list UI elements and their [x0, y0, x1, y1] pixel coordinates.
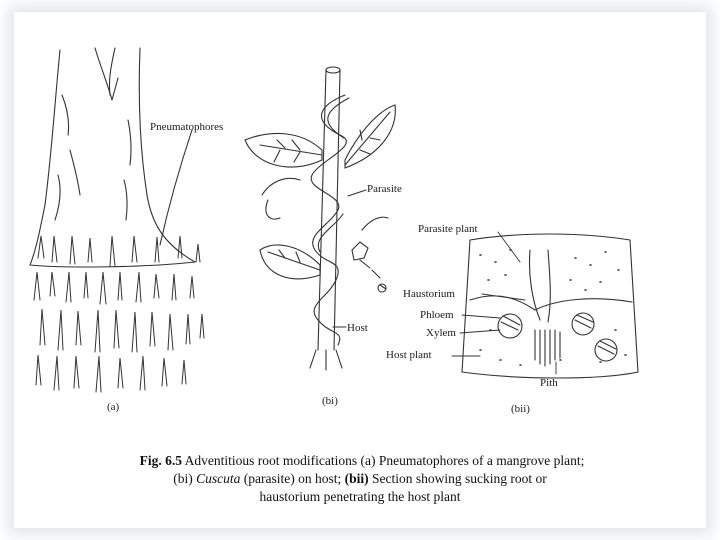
label-xylem: Xylem — [426, 327, 456, 339]
pneumatophore-spikes — [33, 235, 205, 393]
panel-label-bi: (bi) — [322, 395, 338, 407]
caption-line-1: Fig. 6.5 Adventitious root modifications… — [0, 452, 720, 470]
label-host-plant: Host plant — [386, 349, 432, 361]
pneumatophores-leader-line — [159, 129, 193, 246]
section-stipple — [479, 249, 627, 366]
caption-cuscuta: Cuscuta — [196, 471, 241, 486]
label-pith: Pith — [540, 377, 558, 389]
caption-line-2-mid: (parasite) on host; — [240, 471, 345, 486]
caption-bii-marker: (bii) — [344, 471, 369, 486]
figure-caption: Fig. 6.5 Adventitious root modifications… — [0, 452, 720, 506]
panel-label-a: (a) — [107, 401, 120, 413]
caption-line-2-end: Section showing sucking root or — [368, 471, 547, 486]
label-haustorium: Haustorium — [403, 288, 455, 300]
slide-panel — [14, 12, 706, 528]
bii-leader-lines — [451, 231, 557, 375]
host-leaves-drawing — [244, 104, 396, 280]
caption-line-1-text: Adventitious root modifications (a) Pneu… — [182, 453, 585, 468]
caption-line-3: haustorium penetrating the host plant — [259, 489, 461, 504]
label-parasite-plant: Parasite plant — [418, 223, 478, 235]
cuscuta-coil-drawing — [310, 94, 350, 346]
caption-line-2: (bi) Cuscuta (parasite) on host; (bii) S… — [0, 470, 720, 488]
panel-label-bii: (bii) — [511, 403, 530, 415]
vascular-bundles-drawing — [497, 312, 618, 367]
label-parasite: Parasite — [367, 183, 402, 195]
parasite-leader-line — [347, 189, 367, 197]
host-stem-drawing — [309, 66, 343, 371]
parasite-flowers-drawing — [351, 216, 389, 293]
mangrove-trunk-drawing — [29, 47, 196, 268]
label-phloem: Phloem — [420, 309, 454, 321]
label-pneumatophores: Pneumatophores — [150, 121, 223, 133]
caption-bi-marker: (bi) — [173, 471, 193, 486]
label-host: Host — [347, 322, 368, 334]
caption-fig-number: Fig. 6.5 — [139, 453, 183, 468]
